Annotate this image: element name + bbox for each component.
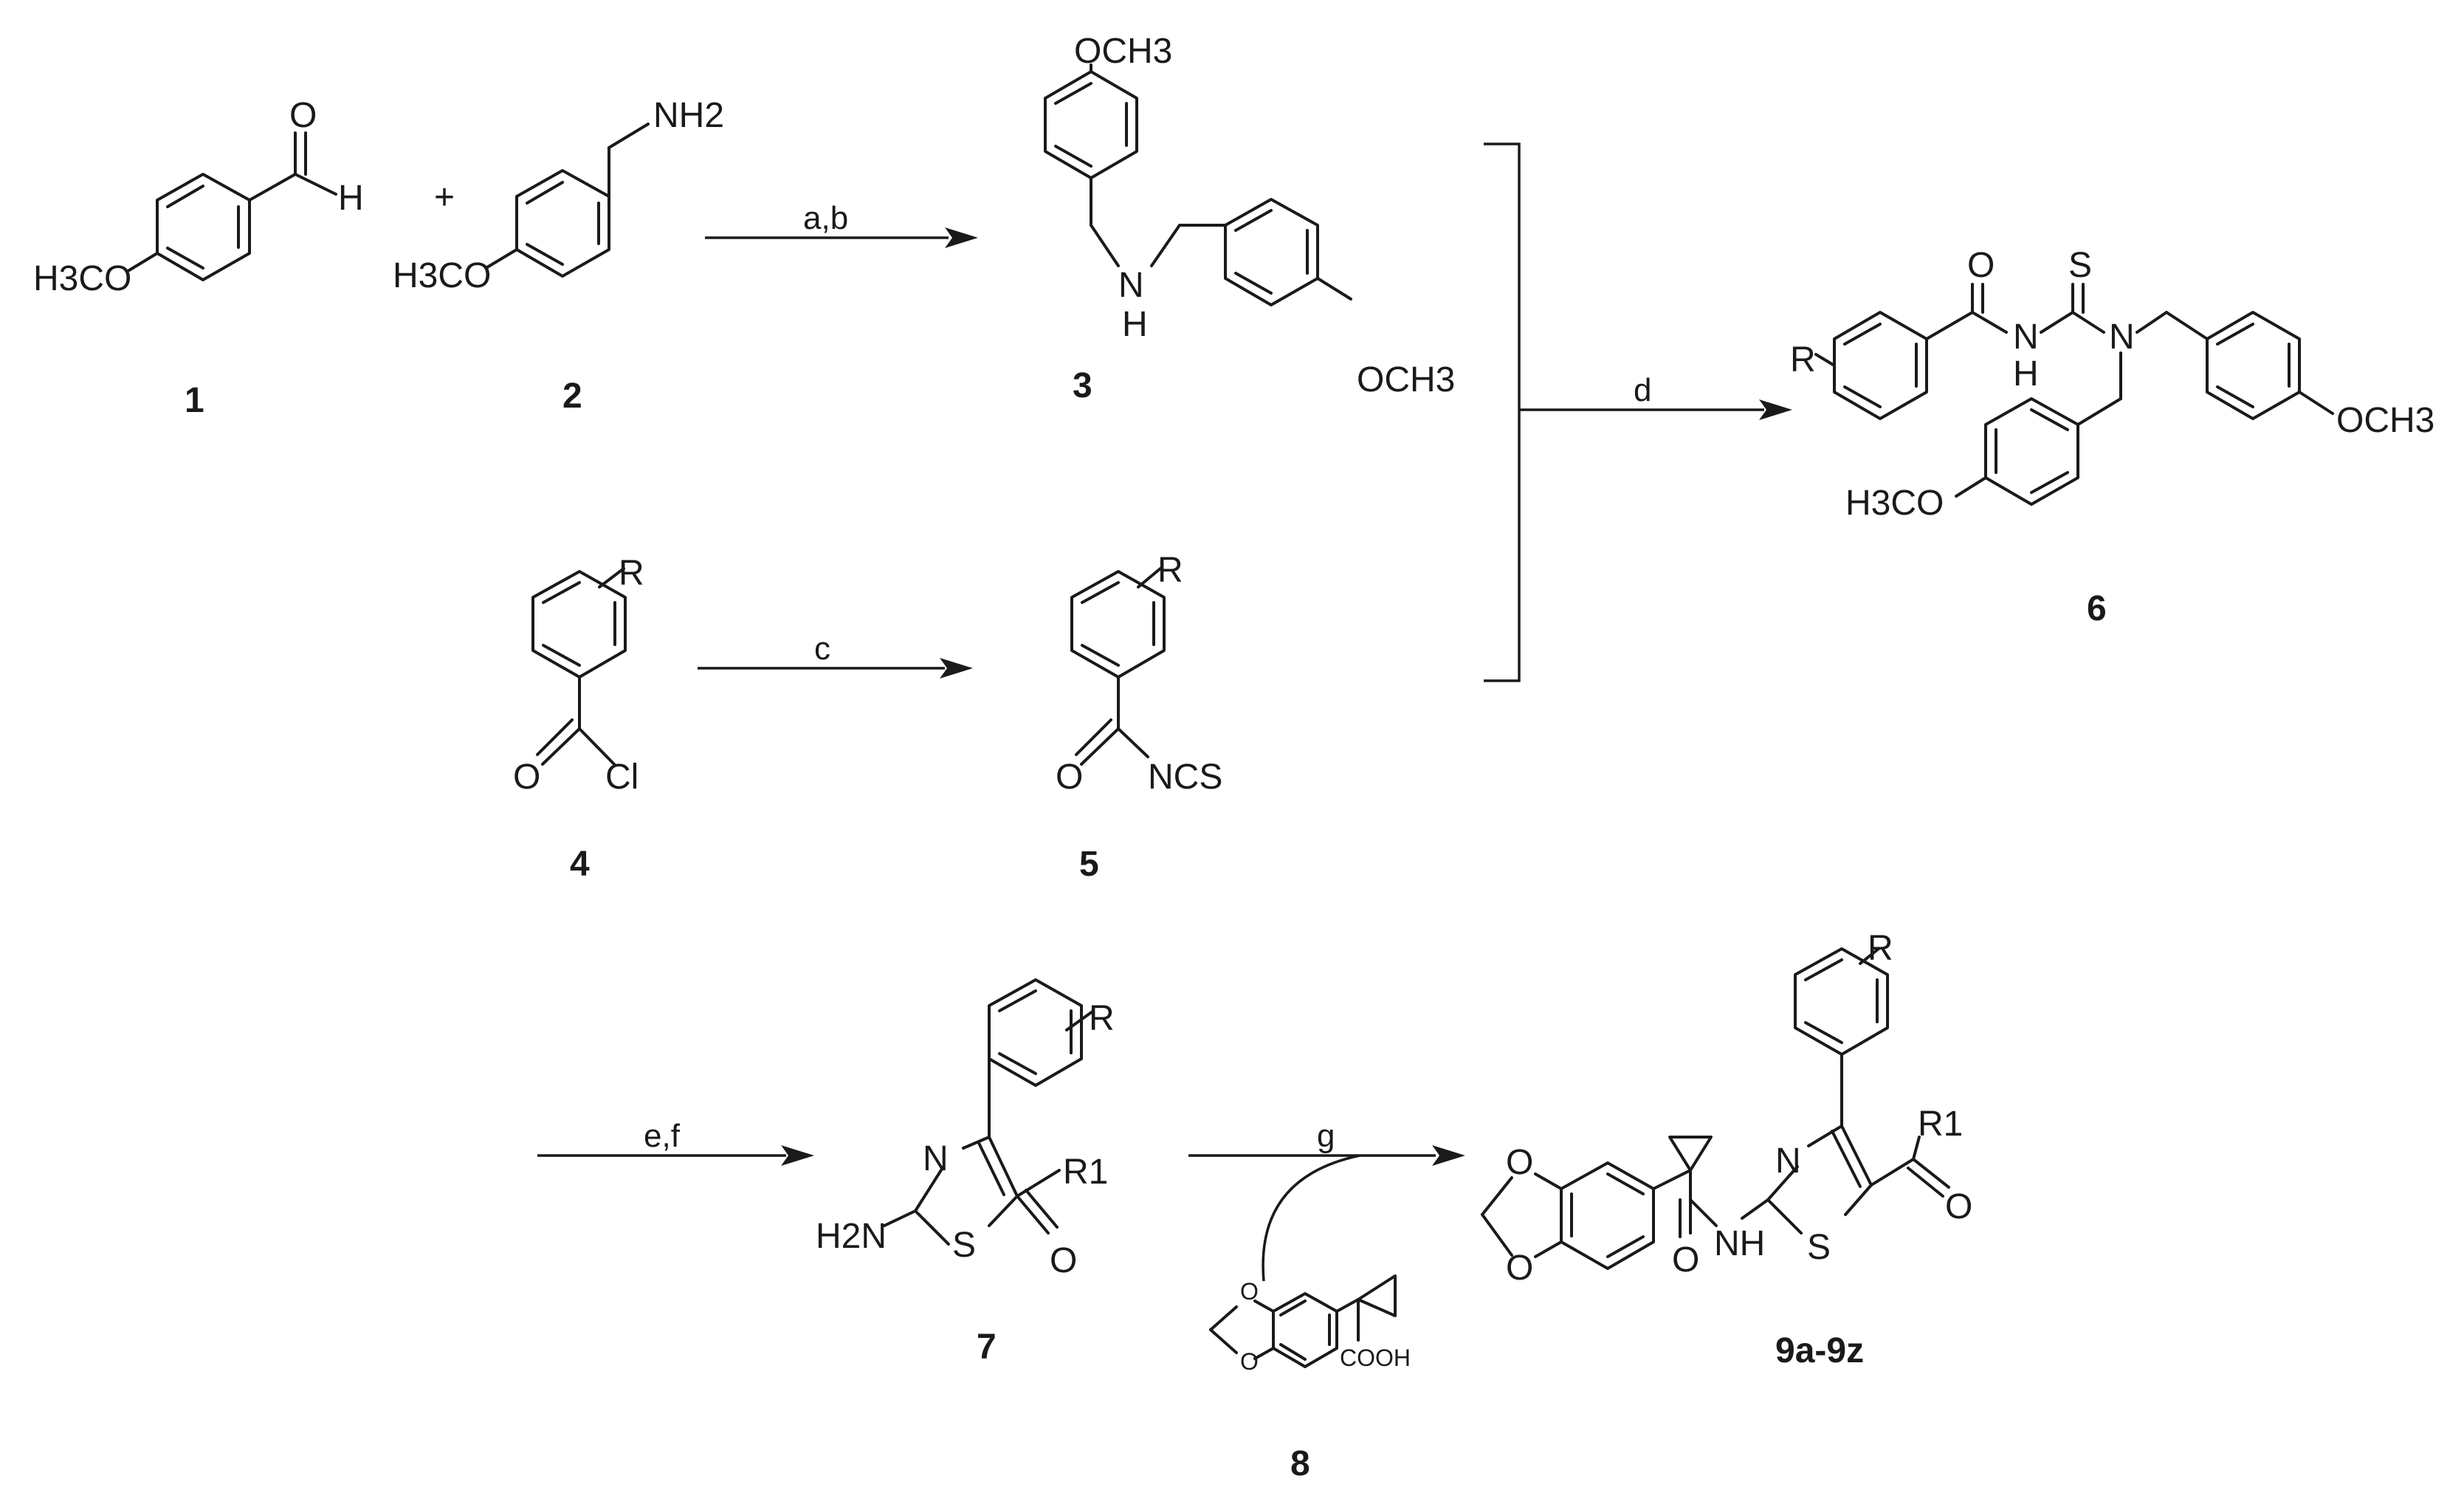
reagent-label-d: d [1634,372,1651,408]
compound-7-structure [883,978,1094,1246]
compound-6-number: 6 [2087,589,2107,628]
compound-7: R N S H2N R1 O 7 [816,978,1115,1367]
compound-8: O O COOH 8 [1209,1274,1411,1483]
compound-8-bottom-oxygen: O [1240,1348,1259,1375]
compound-2-amine-label: NH2 [653,96,724,135]
compound-9-nh-label: NH [1714,1224,1765,1263]
compound-6-right-methoxy: OCH3 [2336,401,2434,440]
compound-9-r-label: R [1868,929,1893,968]
compound-3-structure [1044,63,1352,306]
compound-6-structure [1814,283,2334,506]
arrow-step-g [1188,1145,1465,1282]
compound-1-aldehyde-oxygen: O [289,96,317,135]
compound-3: OCH3 N H OCH3 3 [1044,32,1455,405]
compound-9-dioxole-bottom-oxygen: O [1506,1249,1533,1288]
compound-3-n-label: N [1118,266,1144,305]
compound-4: R O Cl 4 [513,554,644,884]
compound-2-methoxy-label: H3CO [393,256,491,295]
arrow-step-c [698,658,973,679]
compound-7-amine-label: H2N [816,1217,887,1256]
compound-2-structure [486,123,650,278]
compound-8-structure [1209,1274,1397,1368]
reagent-label-g: g [1317,1118,1335,1154]
compound-9-n-label: N [1775,1141,1801,1181]
compound-7-oxygen-label: O [1050,1241,1077,1280]
compound-9-ketone-oxygen: O [1945,1187,1972,1226]
plus-sign: + [434,178,455,217]
bracket-converging [1484,143,1792,682]
compound-1-structure [128,131,337,281]
compound-2-number: 2 [562,377,582,416]
reagent-label-ef: e,f [644,1118,681,1154]
compound-7-number: 7 [977,1328,997,1367]
compound-5-r-label: R [1157,551,1183,590]
compound-6-thione-sulfur: S [2068,246,2092,285]
compound-9: R R1 O N S O NH O O 9a-9z [1481,929,1972,1370]
compound-4-structure [531,567,627,766]
compound-4-oxygen-label: O [513,758,540,797]
compound-3-number: 3 [1073,366,1092,405]
compound-9-r1-label: R1 [1918,1105,1963,1144]
compound-5-oxygen-label: O [1056,758,1083,797]
compound-8-acid-label: COOH [1340,1345,1411,1371]
compound-3-top-methoxy: OCH3 [1074,32,1172,71]
compound-6-carbonyl-oxygen: O [1967,246,1995,285]
compound-7-s-label: S [952,1226,976,1265]
compound-1-methoxy-label: H3CO [33,259,131,298]
compound-1: O H H3CO 1 [33,96,364,420]
compound-9-s-label: S [1807,1228,1831,1267]
compound-4-number: 4 [570,845,590,884]
compound-3-nh-label: H [1122,305,1148,344]
compound-6-r-label: R [1790,340,1816,380]
arrow-step-ef [537,1145,814,1166]
compound-7-n-label: N [923,1139,949,1178]
arrow-step-ab [705,227,978,248]
compound-4-r-label: R [619,554,644,593]
compound-5: R O NCS 5 [1056,551,1222,884]
reagent-label-ab: a,b [803,200,848,236]
compound-9-dioxole-top-oxygen: O [1506,1143,1533,1182]
compound-5-structure [1070,567,1166,766]
reagent-label-c: c [814,631,830,667]
compound-6-amide-n: N [2013,317,2039,357]
compound-6-tertiary-n: N [2109,317,2135,357]
compound-9-amide-oxygen: O [1672,1240,1699,1280]
compound-8-top-oxygen: O [1240,1278,1259,1305]
compound-9-number: 9a-9z [1775,1331,1864,1370]
compound-6: R O S N H N OCH3 H3CO 6 [1790,246,2434,628]
compound-5-number: 5 [1079,845,1099,884]
compound-1-aldehyde-hydrogen: H [338,179,364,218]
compound-6-left-methoxy: H3CO [1845,484,1944,523]
compound-8-number: 8 [1290,1444,1310,1483]
compound-7-r1-label: R1 [1063,1153,1108,1192]
compound-4-cl-label: Cl [605,758,639,797]
compound-9-structure [1481,947,1950,1270]
compound-3-bottom-methoxy: OCH3 [1357,360,1455,399]
compound-6-amide-h: H [2013,354,2039,394]
compound-2: NH2 H3CO 2 [393,96,724,416]
compound-7-r-label: R [1089,999,1115,1038]
compound-5-ncs-label: NCS [1148,758,1222,797]
compound-1-number: 1 [185,381,204,420]
